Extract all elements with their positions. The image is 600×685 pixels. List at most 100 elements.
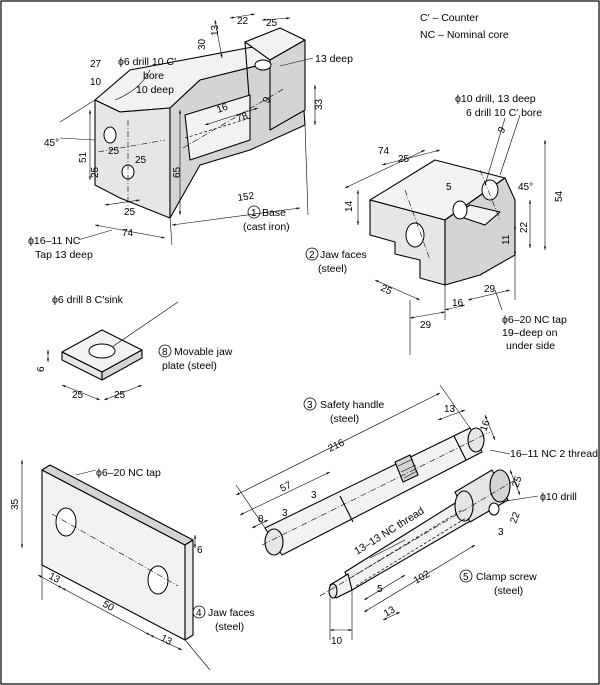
jaw-dim-54: 54 — [554, 190, 565, 202]
plate-side-edge — [184, 539, 194, 641]
jaw-drill-note-1: ϕ10 drill, 13 deep — [455, 93, 536, 105]
base-dim-51: 51 — [78, 151, 89, 163]
clamp-material: (steel) — [494, 585, 523, 597]
plate-dim-50: 50 — [101, 599, 116, 614]
jaw-name: Jaw faces — [320, 249, 367, 261]
plate-dim-13b: 13 — [159, 633, 174, 648]
jaw-tap-note-3: under side — [506, 340, 555, 352]
handle-number-circle — [303, 397, 317, 411]
base-dim-27: 27 — [90, 59, 102, 70]
base-dim-25a: 25 — [108, 146, 120, 157]
jaw-hole-left — [405, 222, 425, 248]
clamp-dim-25: 25 — [510, 474, 524, 489]
jaw-faces-part: 74 25 9 45° 54 5 14 22 11 25 29 16 29 ϕ1… — [305, 93, 567, 355]
base-drill-note-3: 10 deep — [136, 84, 174, 96]
plate-number: 4 — [196, 608, 202, 619]
plate-hole-right — [147, 565, 169, 595]
clamp-name: Clamp screw — [476, 571, 537, 583]
base-dim-45: 45° — [44, 138, 59, 149]
base-part: 22 25 13 30 27 10 16 78 9 33 45° 51 25 2… — [28, 13, 353, 261]
jaw-dim-25: 25 — [398, 154, 410, 165]
base-material: (cast iron) — [243, 221, 290, 233]
base-dim-25b: 25 — [135, 155, 147, 166]
base-dim-10: 10 — [90, 77, 102, 88]
jaw-hole-right — [481, 179, 499, 201]
base-dim-9: 9 — [261, 95, 274, 106]
plate-dim-13a: 13 — [47, 571, 62, 586]
jaw-drill-note-2: 6 drill 10 C′ bore — [466, 107, 542, 119]
handle-dim-16: 16 — [478, 418, 492, 433]
clamp-dim-5: 5 — [377, 584, 383, 595]
clamp-dim-13: 13 — [382, 604, 398, 619]
handle-dim-3a: 3 — [311, 490, 317, 501]
jaw-dim-29a: 29 — [420, 320, 432, 331]
base-number: 1 — [251, 208, 257, 219]
handle-name: Safety handle — [320, 399, 384, 411]
jaw-dim-25b: 25 — [379, 283, 394, 298]
jaw-plate-part: 35 6 13 50 13 ϕ6–20 NC tap 4 Jaw faces (… — [10, 460, 255, 671]
base-dim-33: 33 — [314, 98, 325, 110]
plate-dim-35: 35 — [10, 498, 21, 510]
handle-dim-57: 57 — [278, 480, 293, 495]
movable-material: plate (steel) — [162, 360, 217, 372]
clamp-head-end — [489, 469, 511, 503]
movable-number: 8 — [162, 347, 168, 358]
clamp-dim-10: 10 — [331, 636, 343, 647]
base-hole-top — [254, 59, 272, 71]
handle-number: 3 — [307, 400, 313, 411]
handle-dim-216: 216 — [326, 437, 346, 454]
handle-material: (steel) — [330, 413, 359, 425]
legend-counter: C′ – Counter — [420, 12, 479, 24]
movable-number-circle — [158, 344, 172, 358]
clamp-dim-102: 102 — [412, 569, 432, 587]
base-dim-74: 74 — [122, 228, 134, 239]
plate-material: (steel) — [215, 621, 244, 633]
base-drill-note-1: ϕ6 drill 10 C′ — [118, 56, 176, 68]
plate-front-face — [41, 469, 186, 641]
clamp-dim-3: 3 — [498, 527, 504, 538]
base-dim-16: 16 — [215, 102, 230, 116]
base-dim-30: 30 — [197, 38, 208, 50]
plate-dim-6: 6 — [197, 545, 203, 556]
base-dim-25: 25 — [266, 18, 278, 29]
jaw-number-circle — [305, 247, 319, 261]
jaw-dim-74: 74 — [378, 146, 390, 157]
jaw-material: (steel) — [318, 263, 347, 275]
handle-dim-8: 8 — [258, 514, 264, 525]
movable-name: Movable jaw — [174, 346, 233, 358]
movable-dim-25a: 25 — [72, 390, 84, 401]
clamp-number-circle — [459, 569, 473, 583]
base-dim-25c: 25 — [90, 166, 101, 178]
base-tap-note-1: ϕ16–11 NC — [28, 235, 81, 247]
handle-end-right — [467, 427, 485, 453]
base-tap-note-2: Tap 13 deep — [35, 249, 93, 261]
legend-nominal-core: NC – Nominal core — [420, 29, 509, 41]
base-hole-front-left — [103, 126, 117, 144]
clamp-drill-note: ϕ10 drill — [540, 491, 577, 503]
clamp-number: 5 — [463, 572, 469, 583]
movable-sink-note: ϕ6 drill 8 C′sink — [52, 294, 124, 306]
jaw-hole-center — [452, 200, 468, 220]
jaw-tap-note-1: ϕ6–20 NC tap — [502, 314, 567, 326]
jaw-number: 2 — [309, 250, 315, 261]
clamp-dim-22: 22 — [508, 510, 522, 525]
jaw-dim-45: 45° — [518, 182, 533, 193]
handle-dim-13: 13 — [444, 404, 456, 415]
clamp-screw-part: 25 3 22 102 5 13 10 13–13 NC thread ϕ10 … — [319, 469, 577, 647]
base-front-face — [94, 99, 171, 219]
jaw-dim-9: 9 — [496, 125, 509, 136]
movable-dim-25b: 25 — [114, 390, 126, 401]
base-dim-152: 152 — [237, 191, 255, 204]
handle-dim-3b: 3 — [282, 508, 288, 519]
safety-handle-part: 216 13 16 57 3 8 3 16–11 NC 2 thread 3 S… — [235, 384, 598, 556]
jaw-dim-14: 14 — [344, 200, 355, 212]
jaw-dim-5: 5 — [446, 182, 452, 193]
base-drill-note-2: bore — [143, 70, 164, 82]
clamp-head-front — [454, 490, 474, 522]
base-name: Base — [262, 207, 286, 219]
movable-right-face — [101, 349, 143, 381]
handle-end-left — [264, 528, 284, 556]
